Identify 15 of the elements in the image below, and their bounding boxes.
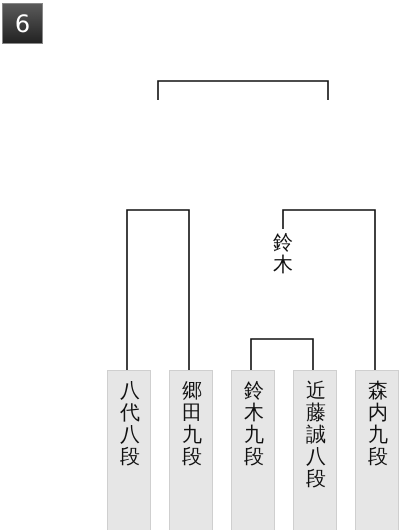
bracket-line — [250, 338, 314, 370]
player-name-card — [107, 370, 151, 530]
player-name-card — [169, 370, 213, 530]
player-name: 森内九段 — [367, 379, 389, 467]
player-name: 郷田九段 — [181, 379, 203, 467]
player-name-card — [231, 370, 275, 530]
bracket-line — [126, 209, 190, 370]
bracket-line — [282, 209, 376, 370]
round-number-badge: 6 — [2, 3, 43, 44]
player-name: 鈴木九段 — [243, 379, 265, 467]
player-name-card — [293, 370, 337, 530]
player-name: 近藤誠八段 — [305, 379, 327, 489]
player-name-card — [355, 370, 399, 530]
winner-name: 鈴木 — [272, 231, 294, 275]
player-name: 八代八段 — [119, 379, 141, 467]
